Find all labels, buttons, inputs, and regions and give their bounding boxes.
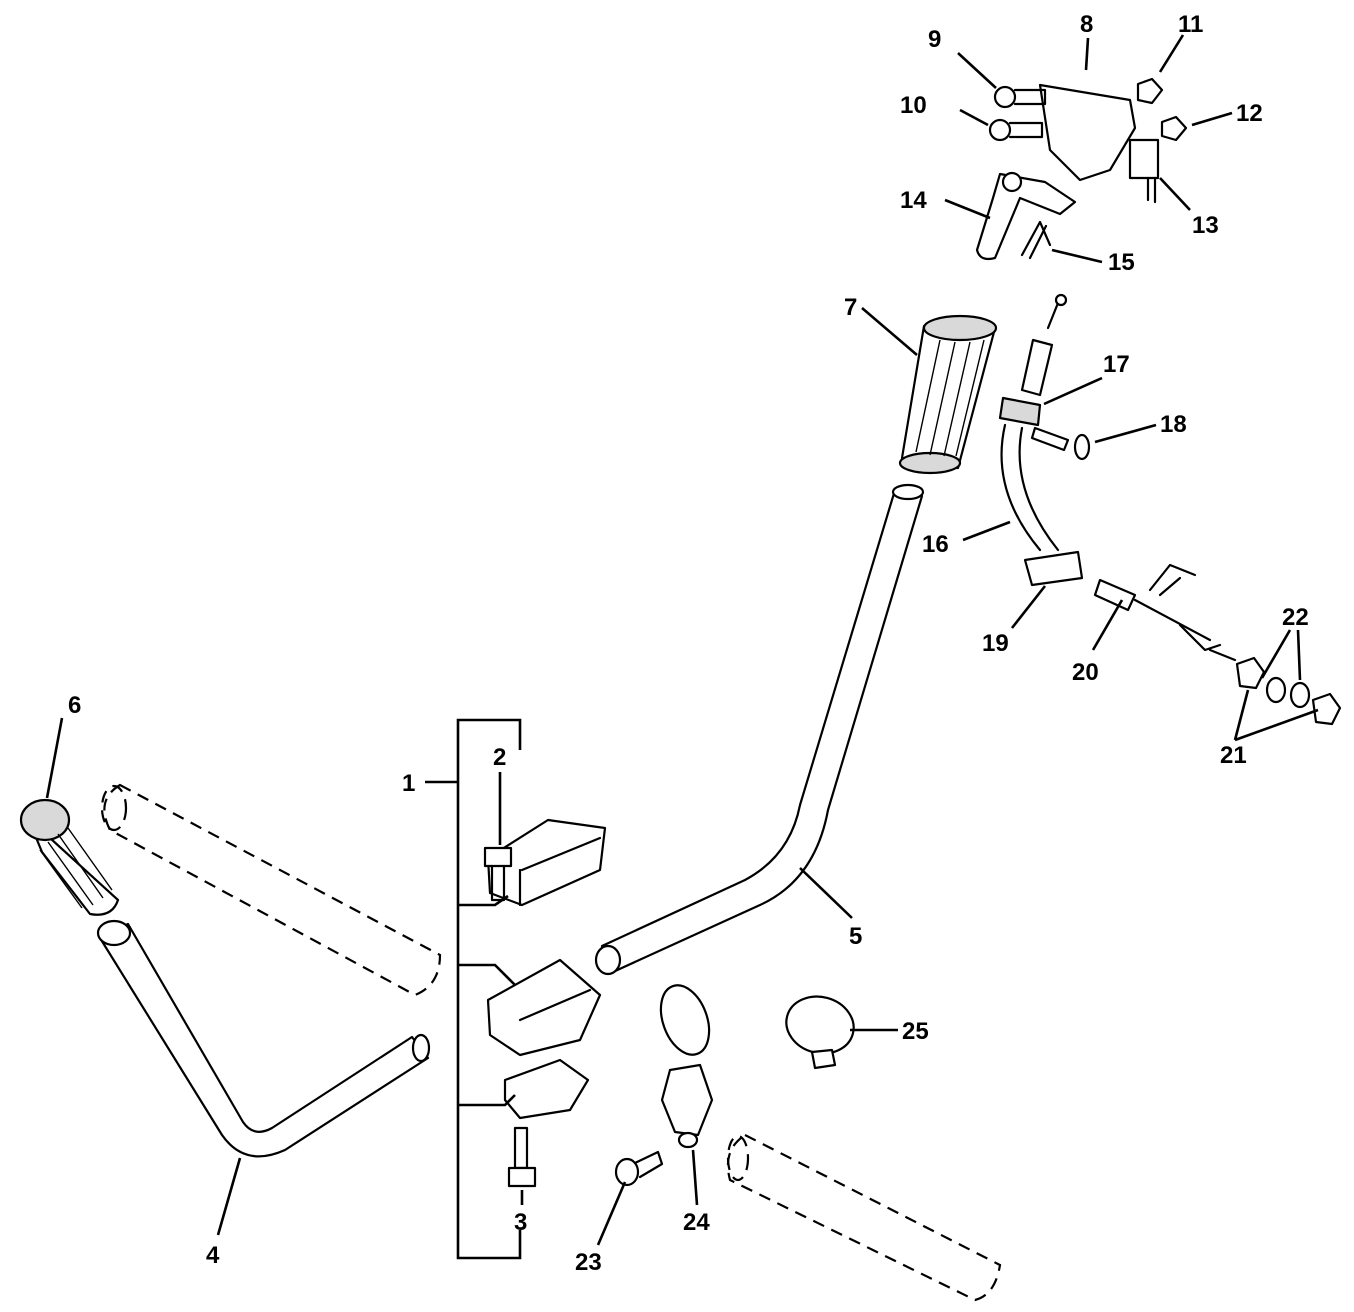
- clamp-lower-cap: [503, 1058, 590, 1120]
- callout-7: 7: [844, 294, 857, 321]
- callout-17: 17: [1103, 351, 1130, 378]
- bolt-9: [993, 85, 1047, 109]
- ghost-tube-right: [726, 1133, 1002, 1302]
- callout-5: 5: [849, 923, 862, 950]
- bolt-10: [988, 118, 1044, 142]
- switch-housing: [1038, 83, 1160, 204]
- callout-19: 19: [982, 630, 1009, 657]
- handlebar-right-tube: [594, 483, 925, 976]
- washer-22a: [1265, 676, 1287, 704]
- nut-11: [1136, 77, 1164, 105]
- clamp-upper-cap: [486, 818, 607, 907]
- callout-4: 4: [206, 1242, 220, 1269]
- brake-lever: [975, 171, 1077, 261]
- nut-21a: [1235, 656, 1266, 690]
- handlebar-left-tube: [96, 919, 431, 1158]
- mirror-clamp-24: [659, 984, 714, 1149]
- washer-22b: [1289, 681, 1311, 709]
- screw-23: [614, 1150, 664, 1187]
- callout-10: 10: [900, 92, 927, 119]
- cable-adjuster-20: [1093, 563, 1237, 662]
- callout-6: 6: [68, 692, 81, 719]
- bolt-18: [1030, 426, 1091, 461]
- callout-16: 16: [922, 531, 949, 558]
- nut-21b: [1311, 692, 1342, 726]
- grip-left: [19, 798, 120, 916]
- callout-12: 12: [1236, 100, 1263, 127]
- cable-guide-19: [1023, 550, 1084, 587]
- callout-1: 1: [402, 770, 415, 797]
- callout-8: 8: [1080, 11, 1093, 38]
- hose-clamp-25: [785, 995, 855, 1070]
- callout-13: 13: [1192, 212, 1219, 239]
- callout-15: 15: [1108, 249, 1135, 276]
- nut-12: [1160, 115, 1188, 142]
- cable-end-17: [998, 293, 1068, 427]
- callout-25: 25: [902, 1018, 929, 1045]
- bracket-1: [456, 718, 522, 1260]
- callout-24: 24: [683, 1209, 710, 1236]
- callout-23: 23: [575, 1249, 602, 1276]
- clamp-mid-cap: [486, 958, 602, 1057]
- callout-14: 14: [900, 187, 927, 214]
- bolt-3: [507, 1126, 537, 1188]
- callout-2: 2: [493, 744, 506, 771]
- callout-labels: 1 2 3 4 5 6 7 8 9 10 11 12 13 14 15 16 1…: [68, 11, 1309, 1276]
- leader-lines: [45, 34, 1319, 1246]
- callout-3: 3: [514, 1209, 527, 1236]
- bolt-2: [483, 846, 513, 902]
- callout-21: 21: [1220, 742, 1247, 769]
- callout-11: 11: [1178, 11, 1203, 38]
- cable-housing-16: [1000, 423, 1060, 552]
- callout-20: 20: [1072, 659, 1099, 686]
- spring-15: [1020, 220, 1052, 260]
- callout-22: 22: [1282, 604, 1309, 631]
- callout-18: 18: [1160, 411, 1187, 438]
- ghost-tube-left: [100, 783, 442, 997]
- grip-right: [898, 314, 998, 475]
- callout-9: 9: [928, 26, 941, 53]
